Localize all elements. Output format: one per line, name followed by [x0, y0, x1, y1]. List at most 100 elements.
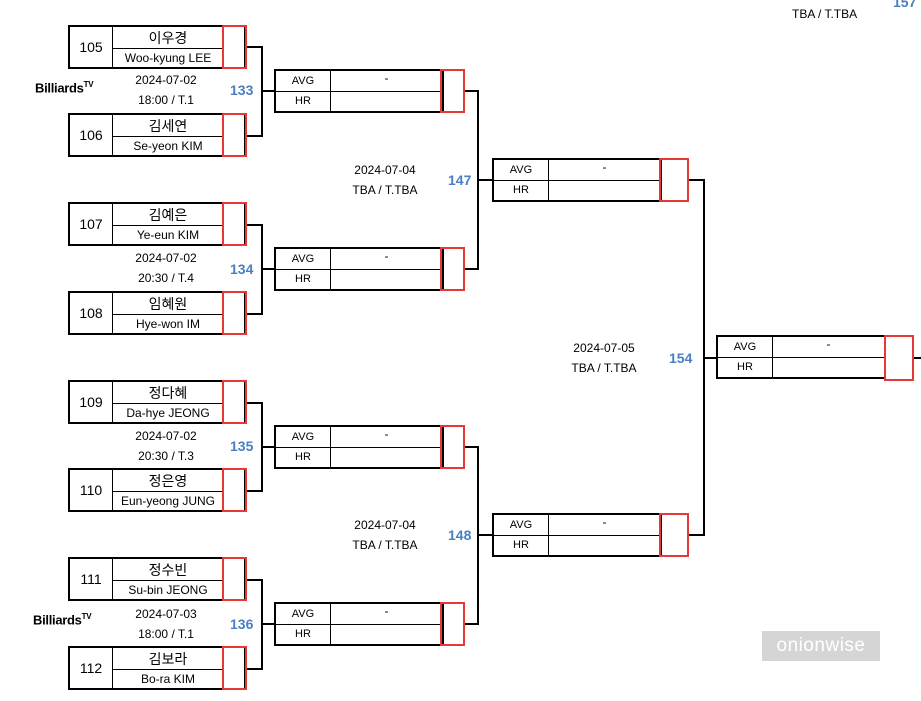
bracket-line: [465, 623, 479, 625]
match-date: 2024-07-05: [573, 341, 635, 355]
match-number-154: 154: [669, 350, 693, 366]
seed-number: 109: [70, 382, 113, 422]
seed-number: 111: [70, 559, 113, 599]
avg-value: -: [331, 427, 442, 448]
result-box-148: AVG HR -: [492, 513, 662, 557]
player-name-korean: 임혜원: [113, 293, 223, 315]
match-number-133: 133: [230, 82, 254, 98]
score-highlight: [440, 247, 465, 291]
bracket-line: [247, 402, 263, 404]
match-number-135: 135: [230, 438, 254, 454]
avg-label: AVG: [718, 337, 772, 358]
match-date: 2024-07-04: [354, 163, 416, 177]
player-card-106: 106 김세연 Se-yeon KIM: [68, 113, 246, 157]
hr-value: [331, 92, 442, 112]
bracket-line: [261, 623, 274, 625]
score-highlight: [884, 335, 914, 381]
hr-label: HR: [295, 451, 311, 464]
avg-label: AVG: [494, 515, 548, 536]
player-name-english: Su-bin JEONG: [128, 583, 208, 597]
bracket-line: [689, 534, 705, 536]
player-name-korean: 김예은: [113, 204, 223, 226]
hr-label: HR: [737, 361, 753, 374]
bracket-line: [477, 534, 492, 536]
score-highlight: [659, 513, 689, 557]
bracket-line: [261, 446, 274, 448]
player-name-korean: 김세연: [113, 115, 223, 137]
match-info-133: 2024-07-02 18:00 / T.1: [116, 70, 216, 110]
match-time-table: 18:00 / T.1: [138, 93, 194, 107]
match-time-table: 20:30 / T.3: [138, 449, 194, 463]
seed-number: 110: [70, 470, 113, 510]
bracket-line: [247, 668, 263, 670]
avg-value: -: [549, 160, 660, 181]
bracket-line: [477, 179, 492, 181]
hr-label: HR: [513, 184, 529, 197]
match-number-134: 134: [230, 261, 254, 277]
match-date: 2024-07-04: [354, 518, 416, 532]
match-time-table: 20:30 / T.4: [138, 271, 194, 285]
hr-label: HR: [295, 273, 311, 286]
match-info-148: 2024-07-04 TBA / T.TBA: [335, 515, 435, 555]
player-name-english: Da-hye JEONG: [126, 406, 210, 420]
avg-label: AVG: [276, 604, 330, 625]
top-venue: TBA / T.TBA: [792, 7, 858, 21]
bracket-line: [465, 446, 479, 448]
hr-value: [331, 270, 442, 290]
score-highlight: [222, 468, 247, 512]
hr-label: HR: [295, 628, 311, 641]
score-highlight: [222, 25, 247, 69]
match-time-table: TBA / T.TBA: [571, 361, 637, 375]
bracket-line: [261, 268, 274, 270]
avg-value: -: [773, 337, 884, 358]
bracket-line: [247, 579, 263, 581]
player-name-korean: 김보라: [113, 648, 223, 670]
billiards-tv-logo: BilliardsTV: [33, 612, 92, 628]
match-info-147: 2024-07-04 TBA / T.TBA: [335, 160, 435, 200]
score-highlight: [222, 380, 247, 424]
seed-number: 108: [70, 293, 113, 333]
hr-value: [773, 358, 884, 378]
bracket-line: [247, 224, 263, 226]
bracket-line: [689, 179, 705, 181]
match-time-table: 18:00 / T.1: [138, 627, 194, 641]
match-info-134: 2024-07-02 20:30 / T.4: [116, 248, 216, 288]
match-number-136: 136: [230, 616, 254, 632]
hr-label: HR: [513, 539, 529, 552]
avg-value: -: [549, 515, 660, 536]
bracket-line: [247, 313, 263, 315]
avg-label: AVG: [276, 71, 330, 92]
score-highlight: [659, 158, 689, 202]
match-number-147: 147: [448, 172, 472, 188]
billiards-tv-logo: BilliardsTV: [35, 80, 94, 96]
score-highlight: [440, 602, 465, 646]
player-name-english: Ye-eun KIM: [136, 228, 200, 242]
match-time-table: TBA / T.TBA: [352, 538, 418, 552]
match-time-table: TBA / T.TBA: [352, 183, 418, 197]
bracket-line: [465, 90, 479, 92]
match-date: 2024-07-02: [135, 251, 197, 265]
avg-value: -: [331, 604, 442, 625]
match-info-135: 2024-07-02 20:30 / T.3: [116, 426, 216, 466]
score-highlight: [222, 557, 247, 601]
result-box-154: AVG HR -: [716, 335, 886, 379]
match-date: 2024-07-02: [135, 73, 197, 87]
player-name-english: Woo-kyung LEE: [124, 51, 212, 65]
avg-label: AVG: [276, 427, 330, 448]
score-highlight: [440, 69, 465, 113]
result-box-135: AVG HR -: [274, 425, 444, 469]
avg-label: AVG: [276, 249, 330, 270]
player-name-english: Eun-yeong JUNG: [120, 494, 216, 508]
match-info-136: 2024-07-03 18:00 / T.1: [116, 604, 216, 644]
seed-number: 106: [70, 115, 113, 155]
player-name-english: Se-yeon KIM: [133, 139, 203, 153]
watermark: onionwise: [762, 631, 880, 661]
match-number-148: 148: [448, 527, 472, 543]
match-date: 2024-07-02: [135, 429, 197, 443]
result-box-136: AVG HR -: [274, 602, 444, 646]
